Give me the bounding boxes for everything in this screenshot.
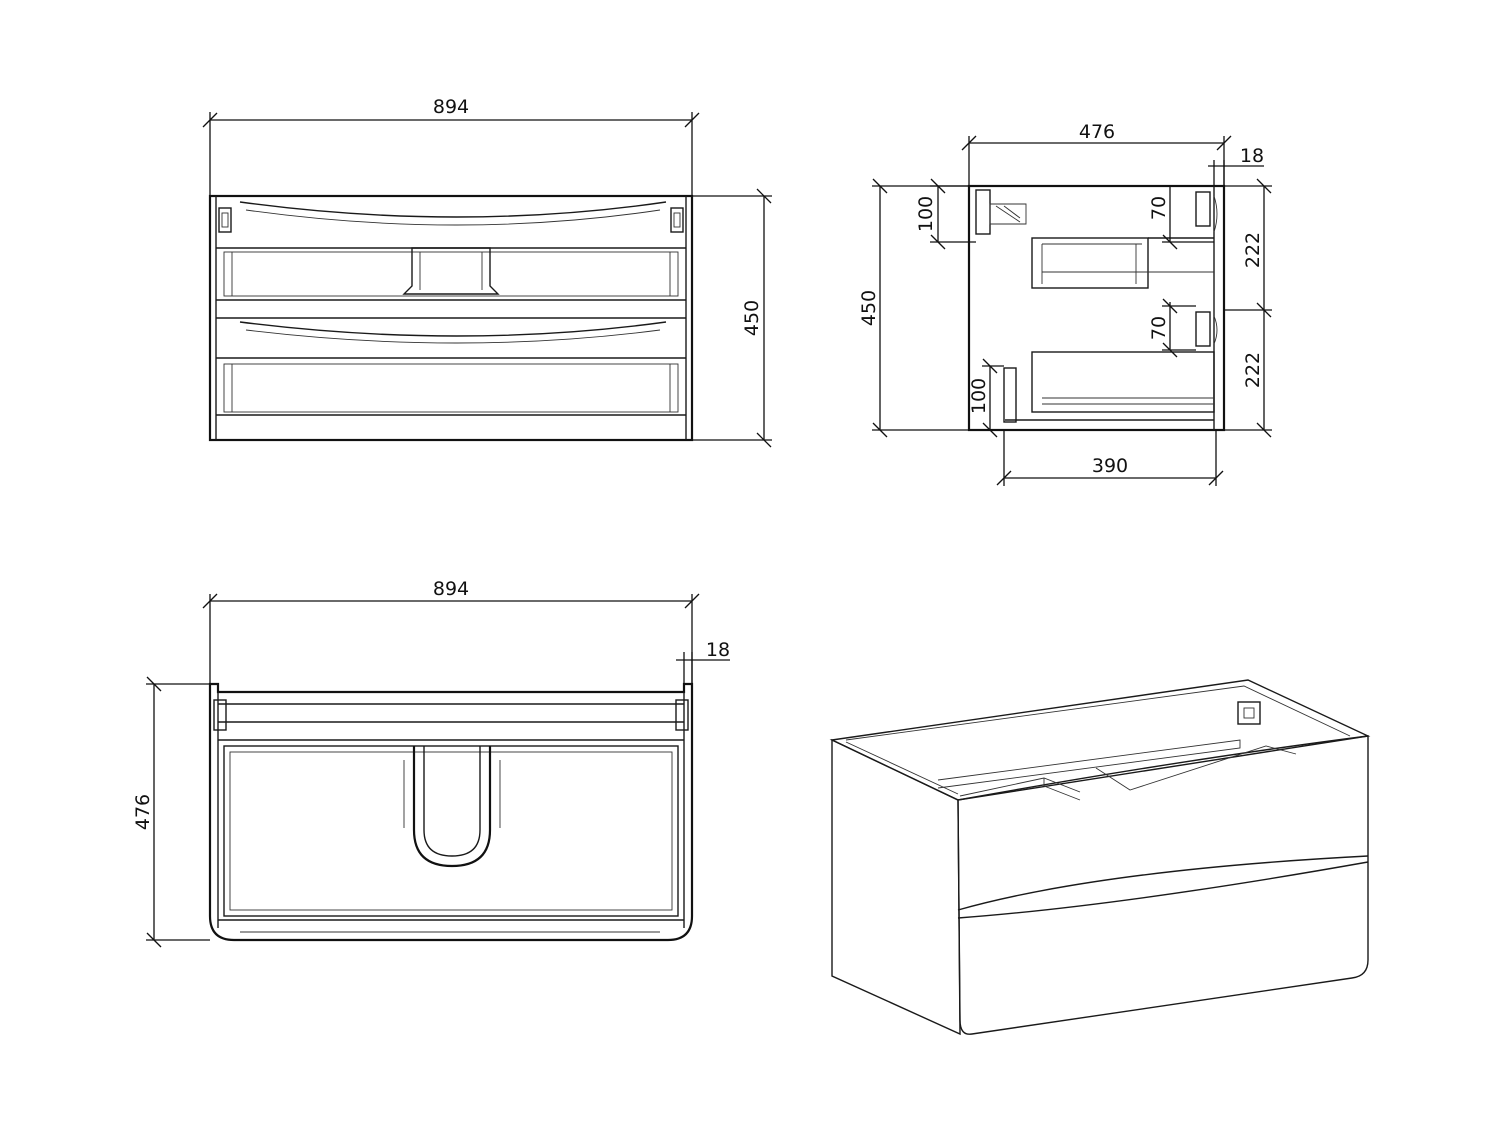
top-right-bracket-icon xyxy=(675,699,689,731)
top-left-bracket-icon xyxy=(213,699,227,731)
upper-gap-label: 70 xyxy=(1148,196,1170,220)
side-cabinet-outline xyxy=(967,184,1226,432)
iso-top-rim xyxy=(829,679,1371,801)
top-panel-label: 18 xyxy=(706,639,730,661)
front-height-label: 450 xyxy=(741,300,763,336)
side-depth-label: 476 xyxy=(1079,121,1115,143)
iso-drawer-split xyxy=(957,855,1369,911)
upper-drawer-box xyxy=(1031,237,1149,289)
lower-gap-label: 70 xyxy=(1148,316,1170,340)
top-depth-label: 476 xyxy=(132,794,154,830)
drawer-depth-label: 390 xyxy=(1092,455,1128,477)
iso-side-panel xyxy=(831,738,961,1036)
side-panel-label: 18 xyxy=(1240,145,1264,167)
siphon-u-cutout xyxy=(412,746,492,868)
side-height-label: 450 xyxy=(858,290,880,326)
front-view: 894 450 xyxy=(202,96,772,448)
right-bracket-icon xyxy=(670,207,684,233)
top-width-label: 894 xyxy=(433,578,469,600)
left-bracket-icon xyxy=(218,207,232,233)
top-offset-label: 100 xyxy=(915,196,937,232)
front-cabinet-outline xyxy=(208,194,694,442)
upper-drawer-height-label: 222 xyxy=(1242,232,1264,268)
iso-bracket-icon xyxy=(1237,701,1261,725)
iso-front-face xyxy=(957,735,1369,1035)
isometric-view xyxy=(829,679,1371,1036)
front-width-label: 894 xyxy=(433,96,469,118)
top-cabinet-outline xyxy=(208,682,694,942)
lower-drawer-curve xyxy=(239,321,667,337)
upper-drawer-curve xyxy=(239,201,667,218)
top-view: 894 18 476 xyxy=(132,578,730,948)
lower-drawer-height-label: 222 xyxy=(1242,352,1264,388)
siphon-cutout xyxy=(402,247,500,295)
bottom-offset-label: 100 xyxy=(968,378,990,414)
wall-bracket-icon xyxy=(975,189,991,235)
drawer-interior xyxy=(223,745,679,917)
lower-drawer-box xyxy=(1031,351,1215,413)
side-view: 476 18 450 222 222 100 xyxy=(858,121,1272,486)
